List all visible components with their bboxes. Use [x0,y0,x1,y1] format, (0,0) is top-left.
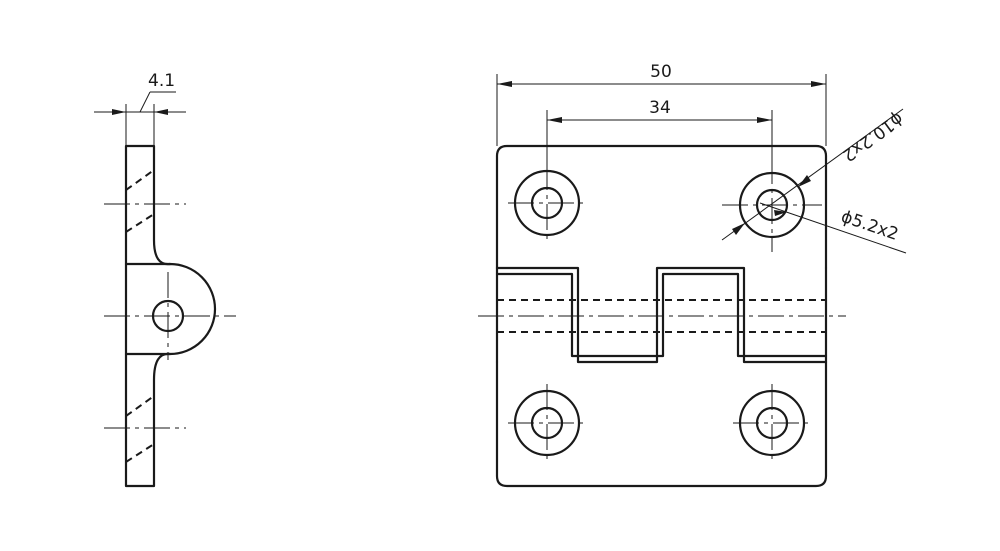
knuckle-outline [495,266,828,364]
spacing-dimension-text: 34 [649,98,671,118]
top-leaf-outline [495,144,828,270]
width-arrow [811,81,826,87]
side-view-hidden-line [125,213,155,233]
hole-bottom-right [733,384,811,462]
hole-bottom-left [508,384,586,462]
width-arrow [497,81,512,87]
thickness-dimension-text: 4.1 [148,71,175,91]
hole-top-right [722,158,822,252]
spacing-arrow [547,117,562,123]
counterbore-dimension-text: ϕ10.2x2 [838,108,906,165]
side-view: 4.1 [94,71,236,488]
counterbore-arrow [732,223,745,235]
counterbore-arrow [798,175,811,187]
width-dimension-text: 50 [650,62,672,82]
through-hole-leader [759,202,907,254]
thickness-arrow [154,109,168,115]
front-view: 50 34 ϕ10.2x2 ϕ5.2x2 [478,62,907,488]
side-view-hidden-line [125,169,155,191]
spacing-arrow [757,117,772,123]
hole-top-left [508,164,586,242]
knuckle-inner-line [495,272,828,358]
counterbore-leader [721,108,904,241]
thickness-arrow [112,109,126,115]
bottom-leaf-outline [495,360,828,488]
through-hole-dimension-text: ϕ5.2x2 [838,207,900,245]
side-view-hidden-line [125,395,155,417]
thickness-leader [139,91,151,113]
through-hole-arrow [774,210,787,216]
side-view-hidden-line [125,443,155,463]
